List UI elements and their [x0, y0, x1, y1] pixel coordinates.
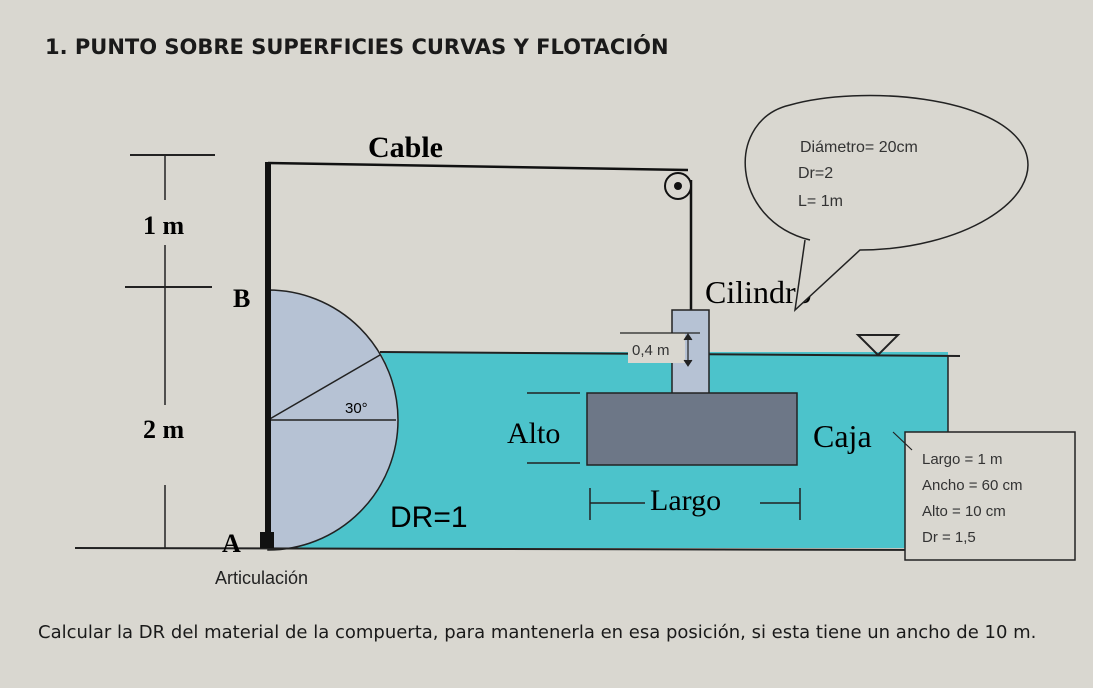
cable: [267, 161, 689, 172]
gate-radius-30deg: [267, 354, 381, 421]
cylinder-label: Cilindro: [705, 274, 812, 310]
cylinder-offset-label: 0,4 m: [632, 342, 670, 359]
hinge-label: Articulación: [215, 568, 308, 588]
cylinder-length: L= 1m: [798, 193, 843, 210]
ground-line: [74, 547, 951, 551]
box: [586, 392, 798, 466]
box-dr: Dr = 1,5: [922, 529, 976, 546]
hinge: [260, 532, 274, 548]
dimension-2m: 2 m: [143, 415, 185, 444]
box-largo: Largo = 1 m: [922, 451, 1002, 468]
cylinder-diameter: Diámetro= 20cm: [800, 139, 918, 156]
length-label: Largo: [650, 484, 721, 517]
pulley-axle: [674, 182, 682, 190]
point-b-label: B: [233, 284, 250, 313]
point-a-label: A: [222, 529, 241, 558]
box-alto: Alto = 10 cm: [922, 503, 1006, 520]
problem-statement: Calcular la DR del material de la compue…: [38, 622, 1037, 643]
gate-fluid-label: DR=1: [390, 501, 468, 534]
angle-label: 30°: [345, 400, 368, 417]
dimension-1m: 1 m: [143, 211, 185, 240]
box-ancho: Ancho = 60 cm: [922, 477, 1022, 494]
cylinder-dr: Dr=2: [798, 165, 833, 182]
cylinder-callout: [744, 94, 1029, 312]
box-properties-callout: [904, 431, 1076, 561]
cable-label: Cable: [368, 131, 443, 164]
water-level-symbol: [855, 334, 901, 357]
box-label: Caja: [813, 418, 872, 454]
height-label: Alto: [507, 417, 560, 450]
problem-title: 1. PUNTO SOBRE SUPERFICIES CURVAS Y FLOT…: [45, 35, 669, 59]
